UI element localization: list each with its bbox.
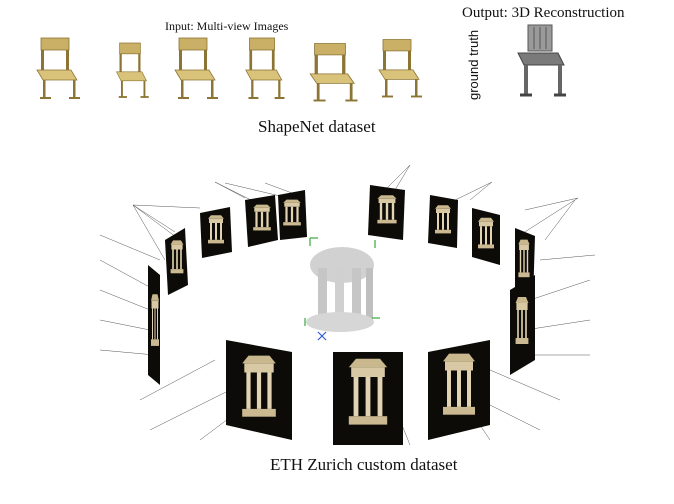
axis-markers [304,237,380,326]
camera-frame [428,195,458,248]
camera-frame [148,265,160,385]
chair-view-5 [309,42,359,102]
axis-marker-blue [317,331,327,341]
shapenet-dataset-label: ShapeNet dataset [258,117,376,136]
point-cloud-reconstruction [306,247,374,332]
chair-view-2 [115,42,150,98]
camera-frame [510,275,535,375]
camera-frame [200,207,232,258]
camera-frame [226,340,292,440]
gt-chair [517,24,566,97]
camera-frame [472,208,500,265]
camera-frames [148,185,535,445]
camera-frame [368,185,405,240]
chair-view-6 [378,38,423,98]
chair-view-4 [244,37,286,99]
output-label: Output: 3D Reconstruction [462,5,625,21]
eth-dataset-label: ETH Zurich custom dataset [270,455,458,474]
camera-frame [428,340,490,440]
camera-frame [278,190,307,240]
chair-view-1 [36,37,81,99]
camera-frame [333,352,403,445]
input-label: Input: Multi-view Images [165,19,289,33]
camera-frame [245,195,278,247]
camera-frame [165,228,188,295]
chair-view-3 [174,37,219,99]
